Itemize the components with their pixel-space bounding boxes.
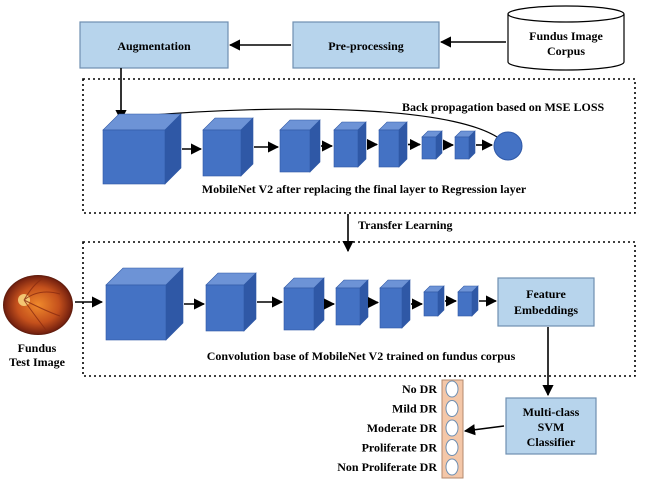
mobilenet-regression-label: MobileNet V2 after replacing the final l… (202, 182, 527, 196)
feature-map-cube (279, 119, 321, 173)
class-label: Mild DR (392, 402, 437, 416)
feature-map-cube (102, 113, 182, 185)
training-container (82, 78, 636, 214)
preprocessing-box: Pre-processing (292, 21, 440, 69)
feature-map-cube (457, 285, 479, 317)
feature-map-cube (423, 285, 445, 317)
class-label: Non Proliferate DR (337, 460, 437, 474)
feature-map-cube (379, 279, 411, 329)
class-label: No DR (402, 382, 437, 396)
augmentation-box: Augmentation (79, 21, 229, 69)
network-row-training (102, 113, 494, 185)
inference-container (82, 241, 636, 377)
class-output-node (445, 419, 459, 437)
class-output-node (445, 439, 459, 456)
feature-label-line2: Embeddings (514, 303, 578, 317)
backprop-curve (139, 108, 508, 146)
corpus-label-line1: Fundus Image (529, 29, 603, 43)
class-output-node (445, 458, 459, 476)
feature-map-cube (105, 267, 184, 341)
feature-map-cube (378, 121, 408, 168)
preprocessing-label: Pre-processing (328, 39, 404, 53)
network-row-inference (105, 267, 498, 341)
backprop-label: Back propagation based on MSE LOSS (402, 100, 604, 114)
transfer-learning-label: Transfer Learning (358, 218, 453, 232)
class-output-node (445, 400, 459, 417)
test-image-label-line1: Fundus (18, 341, 57, 355)
class-label: Proliferate DR (362, 441, 438, 455)
feature-map-cube (202, 117, 254, 177)
svm-label-line2: SVM (538, 420, 565, 434)
feature-map-cube (421, 130, 443, 160)
test-image-label-line2: Test Image (9, 355, 66, 369)
class-label: Moderate DR (367, 421, 438, 435)
svm-classifier-box: Multi-class SVM Classifier (505, 397, 597, 455)
feature-map-cube (283, 277, 325, 331)
feature-map-cube (333, 121, 367, 168)
feature-embeddings-box: Feature Embeddings (497, 277, 595, 327)
class-output-node (445, 380, 459, 398)
feature-label-line1: Feature (526, 287, 566, 301)
conv-base-label: Convolution base of MobileNet V2 trained… (207, 349, 516, 363)
feature-map-cube (335, 279, 369, 326)
svm-label-line1: Multi-class (523, 405, 580, 419)
augmentation-label: Augmentation (117, 39, 191, 53)
fundus-test-image (3, 275, 73, 335)
regression-output-node (493, 131, 523, 161)
svm-label-line3: Classifier (527, 435, 576, 449)
corpus-database: Fundus Image Corpus (507, 5, 625, 71)
corpus-label-line2: Corpus (547, 44, 585, 58)
arrow-svm-to-outputs (463, 424, 505, 436)
feature-map-cube (205, 272, 257, 332)
class-outputs: No DR Mild DR Moderate DR Proliferate DR Non… (337, 380, 459, 476)
feature-map-cube (454, 130, 476, 160)
